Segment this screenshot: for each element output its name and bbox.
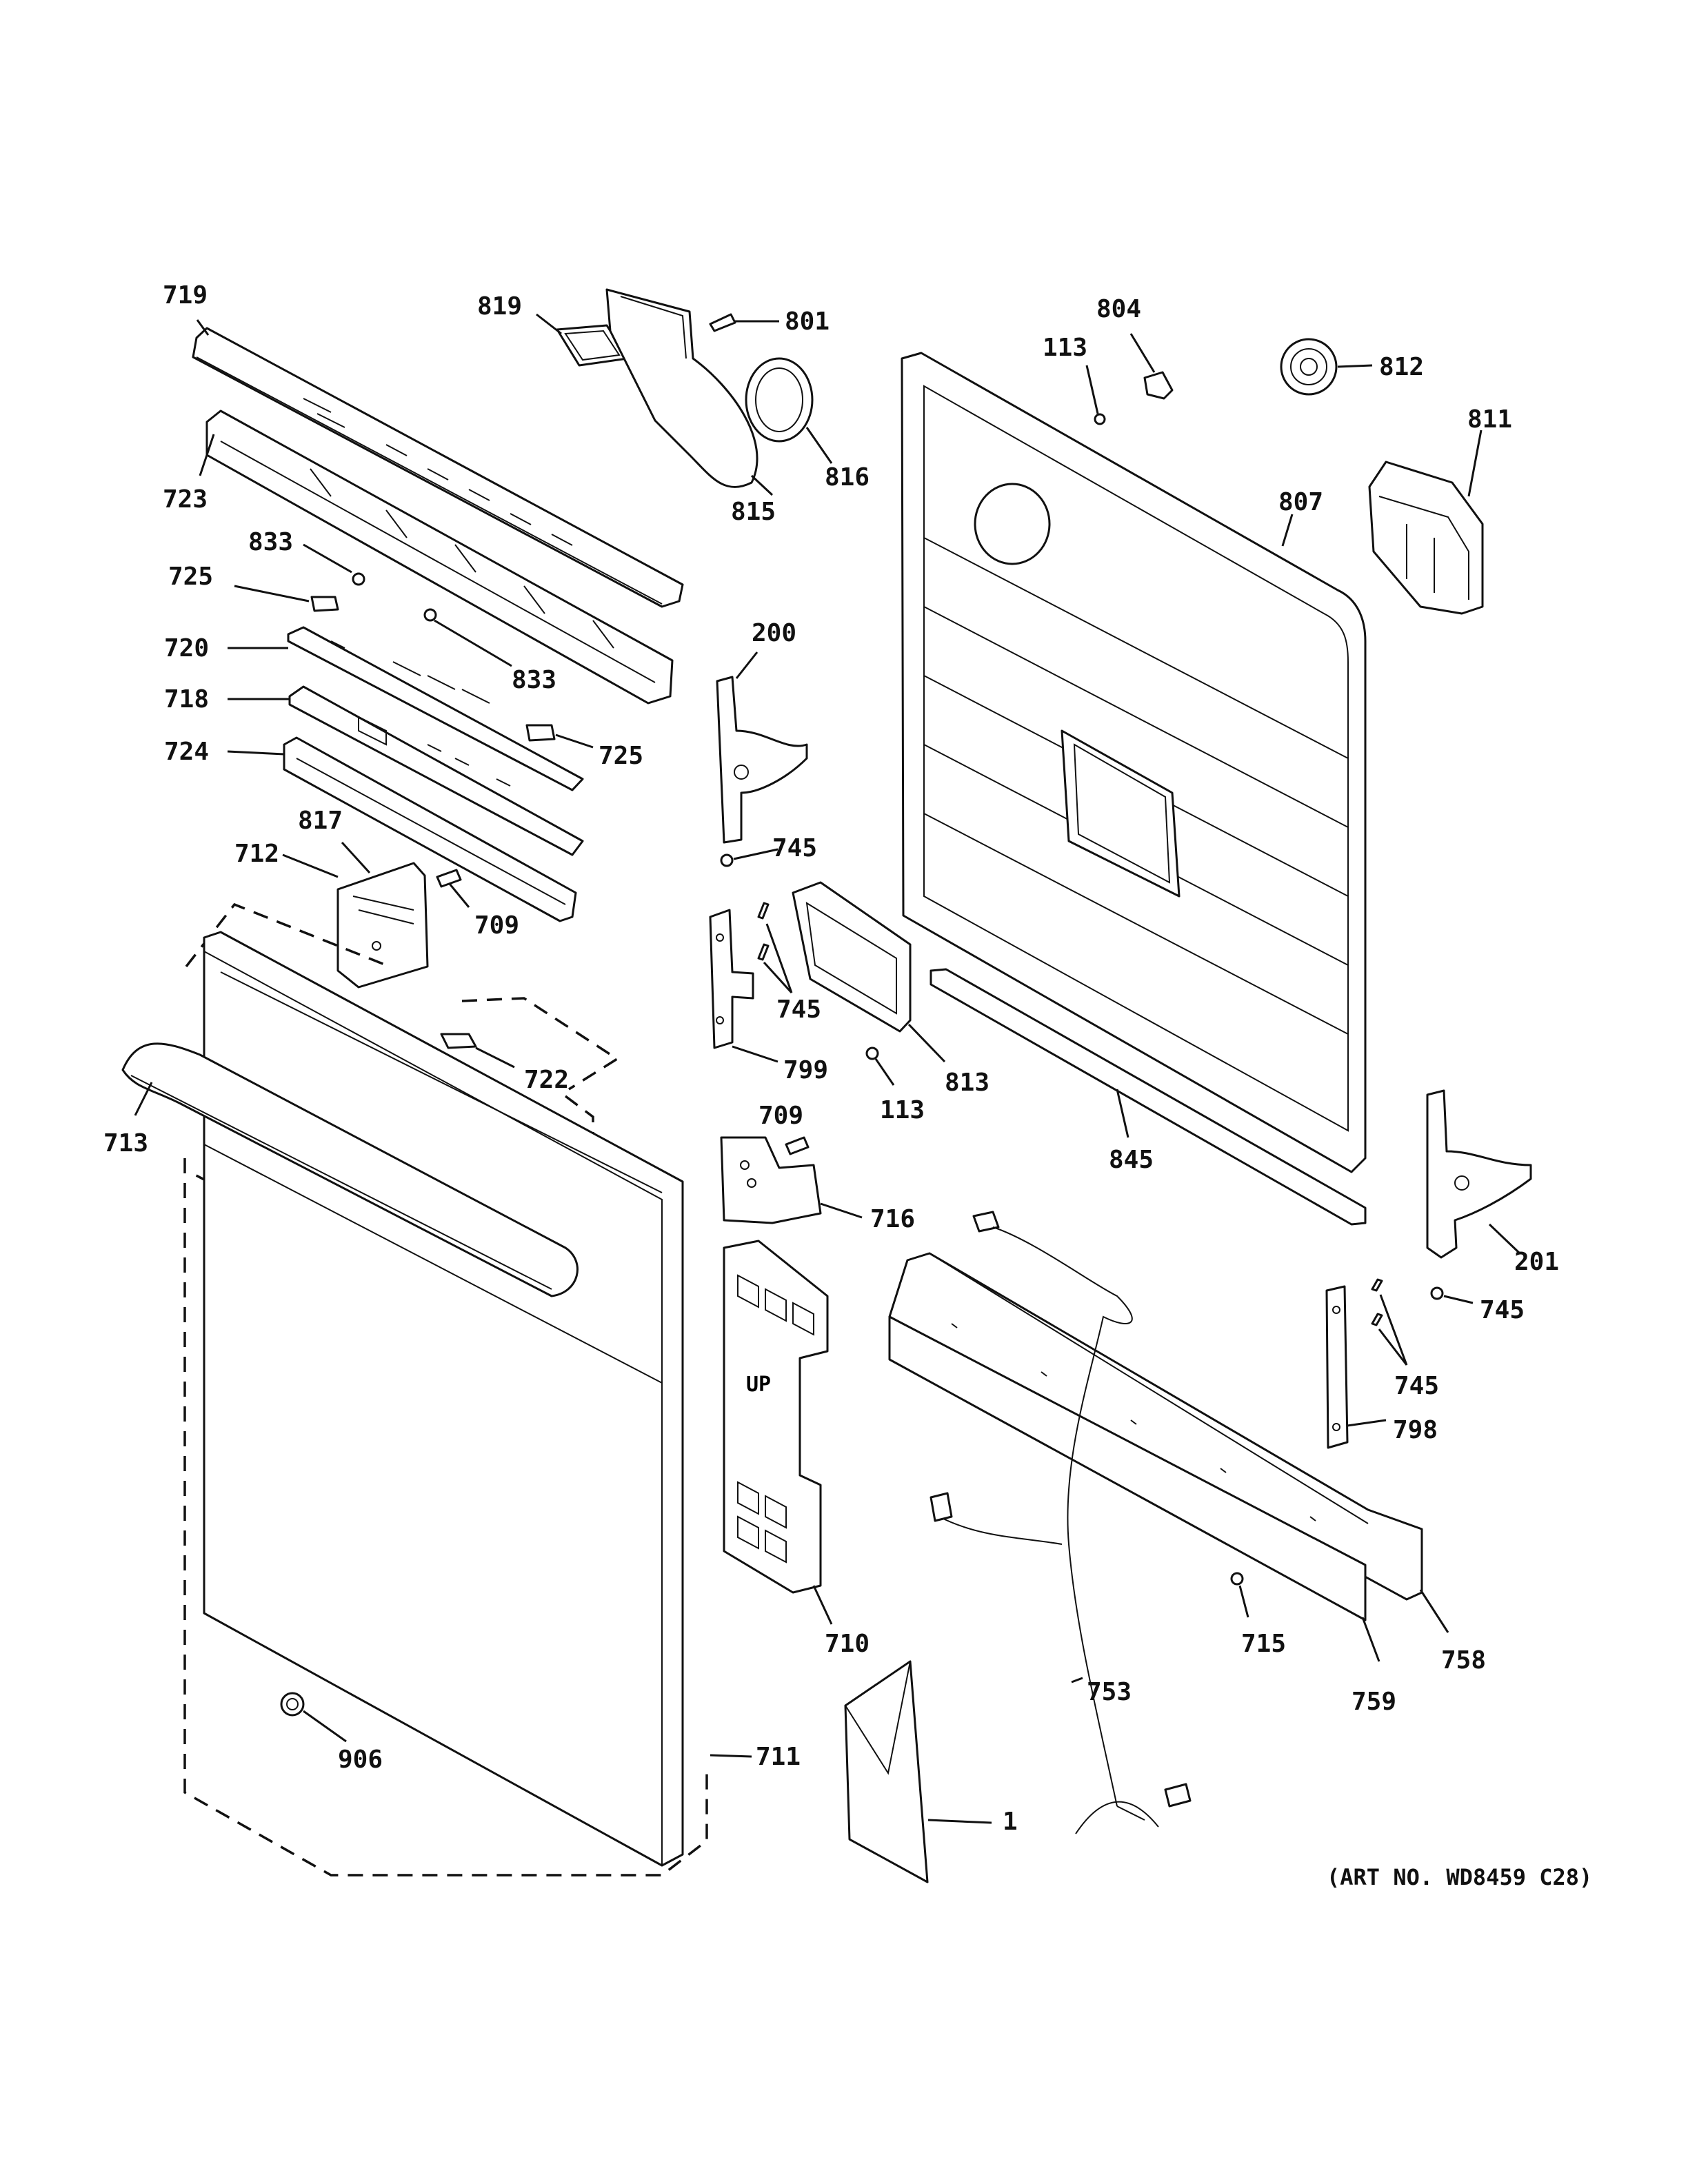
callout-745-b: 745 <box>776 995 821 1024</box>
main-control-board-718 <box>288 685 584 856</box>
clip-804 <box>1143 371 1174 400</box>
bolt-709-bottom <box>785 1136 810 1155</box>
screw-745-a <box>720 853 734 867</box>
callout-716: 716 <box>870 1205 915 1233</box>
bolt-709-top <box>436 869 462 888</box>
control-panel-trim-719 <box>192 327 684 608</box>
hinge-200 <box>716 676 808 844</box>
callout-719: 719 <box>163 281 208 310</box>
callouts: 719 723 833 725 720 718 724 817 712 709 … <box>103 281 1559 1836</box>
callout-715: 715 <box>1241 1630 1286 1658</box>
callout-745-d: 745 <box>1394 1372 1439 1400</box>
leader-lines <box>134 313 1521 1824</box>
vent-duct-815 <box>605 288 758 488</box>
callout-813: 813 <box>945 1069 989 1097</box>
callout-833-top: 833 <box>248 528 293 556</box>
callout-722: 722 <box>524 1066 569 1094</box>
screw-833-top <box>352 572 365 586</box>
callout-710: 710 <box>825 1630 870 1658</box>
control-housing-724 <box>283 736 577 922</box>
door-gasket-strip-845 <box>930 968 1367 1226</box>
callout-804: 804 <box>1096 295 1141 323</box>
callout-845: 845 <box>1109 1146 1154 1174</box>
callout-906: 906 <box>338 1746 383 1774</box>
vent-seal-ring-816 <box>745 357 814 443</box>
callout-712: 712 <box>234 840 279 868</box>
callout-709-bottom: 709 <box>758 1102 803 1130</box>
callout-811: 811 <box>1467 405 1512 434</box>
key-cap-725-right <box>525 724 556 742</box>
user-interface-board-720 <box>287 626 584 791</box>
callout-816: 816 <box>825 463 870 492</box>
callout-725-left: 725 <box>168 563 213 591</box>
callout-819: 819 <box>477 292 522 321</box>
callout-759: 759 <box>1352 1688 1396 1716</box>
callout-724: 724 <box>164 738 209 766</box>
inner-door-807 <box>901 352 1367 1173</box>
callout-798: 798 <box>1393 1416 1438 1444</box>
callout-201: 201 <box>1514 1248 1559 1276</box>
callout-709-top: 709 <box>474 911 519 940</box>
door-support-710: UP <box>723 1240 829 1594</box>
callout-200: 200 <box>752 619 796 647</box>
callout-725-right: 725 <box>599 742 643 770</box>
callout-713: 713 <box>103 1129 148 1157</box>
callout-812: 812 <box>1379 353 1424 381</box>
screw-113-b <box>865 1046 879 1060</box>
callout-833-mid: 833 <box>512 666 556 694</box>
callout-718: 718 <box>164 685 209 714</box>
literature-envelope-1 <box>844 1660 929 1883</box>
callout-113-bottom: 113 <box>880 1096 925 1124</box>
bracket-798 <box>1325 1285 1349 1449</box>
screw-113-a <box>1094 413 1106 425</box>
callout-720: 720 <box>164 634 209 663</box>
callout-758: 758 <box>1441 1646 1486 1675</box>
handle-insert-722 <box>440 1033 477 1049</box>
screw-715 <box>1230 1572 1244 1586</box>
screws-745-b <box>757 902 770 961</box>
hinge-201 <box>1426 1089 1532 1259</box>
bracket-712 <box>336 862 429 989</box>
rinse-aid-cap-812 <box>1280 338 1338 396</box>
door-handle-713 <box>121 1042 579 1297</box>
gasket-813 <box>792 881 912 1033</box>
key-cap-725-left <box>310 596 339 612</box>
wire-harness-753 <box>930 1211 1192 1834</box>
callout-817: 817 <box>298 807 343 835</box>
callout-799: 799 <box>783 1056 828 1084</box>
outer-door-711 <box>183 902 708 1877</box>
door-support-marking: UP <box>746 1373 771 1397</box>
art-number: (ART NO. WD8459 C28) <box>1327 1864 1592 1890</box>
callout-745-a: 745 <box>772 834 817 862</box>
screws-745-d <box>1371 1278 1383 1326</box>
kick-plate-759 <box>888 1315 1367 1621</box>
callout-815: 815 <box>731 498 776 526</box>
callout-807: 807 <box>1278 488 1323 516</box>
screw-833-mid <box>423 608 437 622</box>
screw-745-c <box>1430 1286 1444 1300</box>
callout-113-top: 113 <box>1043 334 1087 362</box>
screw-801 <box>709 313 736 332</box>
callout-801: 801 <box>785 307 830 336</box>
callout-711: 711 <box>756 1743 801 1771</box>
callout-753: 753 <box>1087 1678 1132 1706</box>
hinge-plate-716 <box>720 1136 822 1224</box>
callout-745-c: 745 <box>1480 1296 1525 1324</box>
detergent-dispenser-811 <box>1368 461 1484 615</box>
bracket-799 <box>709 909 754 1049</box>
callout-723: 723 <box>163 485 208 514</box>
callout-1: 1 <box>1003 1808 1018 1836</box>
